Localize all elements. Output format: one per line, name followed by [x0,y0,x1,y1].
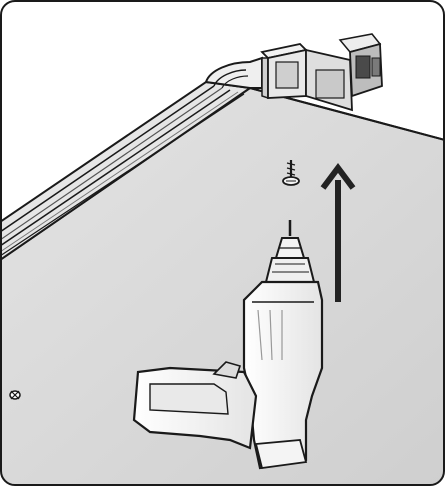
aluminium-rail-profile [1,56,444,262]
mounting-block [260,33,383,112]
screw-hole-marker-icon [9,390,21,400]
power-drill-icon [132,220,324,470]
upward-arrow-icon [320,163,356,302]
screw-icon [282,160,300,186]
